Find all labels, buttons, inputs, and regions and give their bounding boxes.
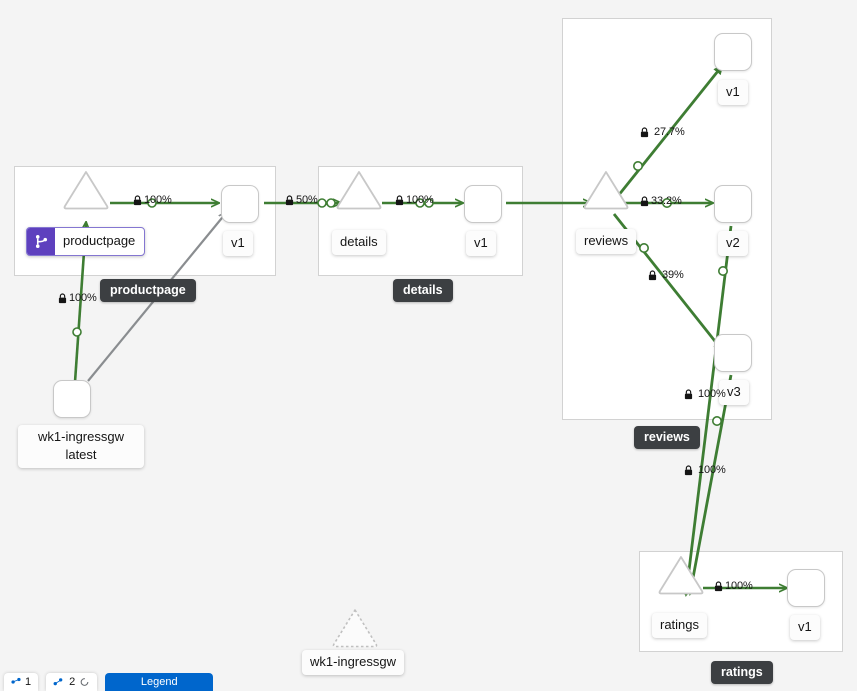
namespace-badge-ratings-text: ratings [721, 665, 763, 679]
node-label-reviews-v1-text: v1 [726, 84, 740, 99]
lock-icon [714, 580, 723, 591]
edge-label-text: 100% [725, 580, 753, 592]
node-reviews-v1[interactable] [714, 33, 752, 71]
node-label-ratings-text: ratings [660, 617, 700, 632]
lock-icon [640, 126, 649, 137]
toolbar-chip-one[interactable]: 1 [4, 673, 39, 691]
node-count-icon [11, 677, 21, 684]
node-label-reviews-text: reviews [584, 233, 629, 248]
namespace-badge-details-text: details [403, 283, 443, 297]
node-label-details-v1[interactable]: v1 [466, 231, 496, 256]
namespace-badge-details[interactable]: details [393, 279, 453, 302]
node-label-ingressgw-idle-text: wk1-ingressgw [310, 654, 396, 669]
edge-label-productpage-details: 50% [285, 194, 318, 206]
node-label-details-v1-text: v1 [474, 235, 488, 250]
bottom-toolbar[interactable]: 1 2 Legend [0, 673, 214, 691]
edge-label-text: 27.7% [654, 126, 685, 138]
node-label-reviews-v1[interactable]: v1 [718, 80, 748, 105]
node-label-details[interactable]: details [332, 230, 386, 255]
node-label-ingressgw-idle[interactable]: wk1-ingressgw [302, 650, 404, 675]
lock-icon [684, 464, 693, 475]
node-label-ingressgw-line1: wk1-ingressgw [38, 429, 124, 444]
node-label-reviews-v3-text: v3 [727, 384, 741, 399]
namespace-badge-productpage-text: productpage [110, 283, 186, 297]
lock-icon [640, 195, 649, 206]
node-ratings-v1[interactable] [787, 569, 825, 607]
edge-label-productpage-v1: 100% [133, 194, 172, 206]
lock-icon [58, 292, 67, 303]
namespace-badge-reviews-text: reviews [644, 430, 690, 444]
node-label-productpage[interactable]: productpage [26, 227, 146, 256]
toolbar-chip-two[interactable]: 2 [46, 673, 98, 691]
edge-count-icon [53, 678, 63, 686]
edge-label-reviews-v2: 33.2% [640, 195, 682, 207]
toolbar-chip-one-text: 1 [25, 676, 32, 688]
legend-button[interactable]: Legend [105, 673, 214, 691]
node-details-v1[interactable] [464, 185, 502, 223]
node-label-ingressgw[interactable]: wk1-ingressgw latest [18, 425, 144, 469]
edge-label-text: 100% [698, 388, 726, 400]
node-label-ratings[interactable]: ratings [652, 613, 708, 638]
node-label-productpage-text: productpage [63, 233, 136, 248]
code-branch-icon [27, 228, 55, 255]
node-label-productpage-v1-text: v1 [231, 235, 245, 250]
node-label-reviews-v3[interactable]: v3 [719, 380, 749, 405]
node-reviews-v2[interactable] [714, 185, 752, 223]
toolbar-chip-two-text: 2 [69, 676, 76, 688]
node-label-productpage-v1[interactable]: v1 [223, 231, 253, 256]
refresh-icon [80, 678, 89, 686]
edge-label-reviews-v1: 27.7% [640, 126, 685, 138]
legend-button-text: Legend [140, 676, 178, 688]
node-label-ingressgw-line2: latest [65, 446, 97, 462]
node-ingressgw[interactable] [53, 380, 91, 418]
lock-icon [395, 194, 404, 205]
node-label-reviews-v2-text: v2 [726, 235, 740, 250]
edge-label-reviews-v3: 39% [648, 269, 684, 281]
node-label-ratings-v1[interactable]: v1 [790, 615, 820, 640]
edge-label-text: 50% [296, 194, 318, 206]
edge-label-text: 100% [698, 464, 726, 476]
namespace-badge-ratings[interactable]: ratings [711, 661, 773, 684]
node-productpage-v1[interactable] [221, 185, 259, 223]
edge-label-reviews-v3-ratings: 100% [684, 388, 726, 400]
edge-label-text: 100% [406, 194, 434, 206]
edge-label-text: 33.2% [651, 195, 682, 207]
lock-icon [133, 194, 142, 205]
lock-icon [285, 194, 294, 205]
node-label-details-text: details [340, 234, 378, 249]
edge-label-reviews-v2-ratings: 100% [684, 464, 726, 476]
edge-label-text: 100% [144, 194, 172, 206]
lock-icon [684, 388, 693, 399]
edge-label-text: 39% [662, 269, 684, 281]
namespace-badge-productpage[interactable]: productpage [100, 279, 196, 302]
node-label-reviews[interactable]: reviews [576, 229, 637, 254]
node-label-reviews-v2[interactable]: v2 [718, 231, 748, 256]
edge-label-ratings-v1: 100% [714, 580, 753, 592]
namespace-badge-reviews[interactable]: reviews [634, 426, 700, 449]
edge-label-text: 100% [69, 292, 97, 304]
node-reviews-v3[interactable] [714, 334, 752, 372]
lock-icon [648, 269, 657, 280]
edge-label-details-v1: 100% [395, 194, 434, 206]
edge-label-ingressgw-productpage: 100% [58, 292, 97, 304]
node-label-ratings-v1-text: v1 [798, 619, 812, 634]
